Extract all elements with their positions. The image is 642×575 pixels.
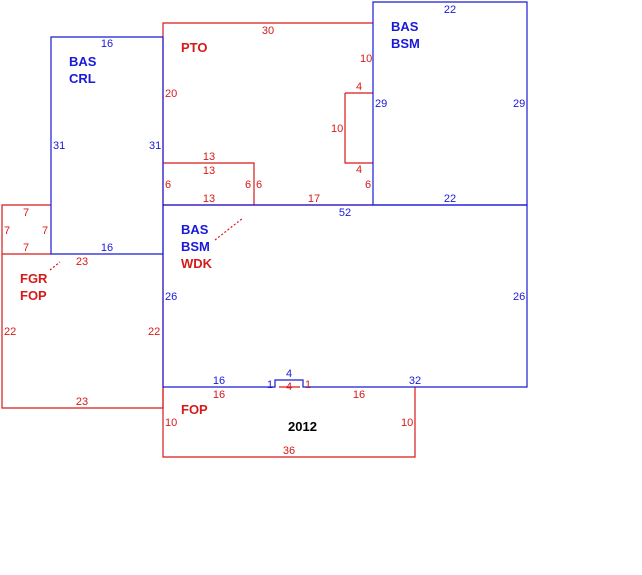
crl-label: CRL — [69, 71, 96, 86]
dimension-label: 1 — [267, 379, 273, 391]
pto-label: PTO — [181, 40, 208, 55]
dimension-label: 6 — [256, 179, 262, 191]
dimension-label: 6 — [365, 179, 371, 191]
dimension-label: 23 — [76, 396, 88, 408]
dimension-label: 6 — [245, 179, 251, 191]
dimension-label: 7 — [23, 242, 29, 254]
dimension-label: 23 — [76, 256, 88, 268]
bas-crl-outline — [50, 36, 164, 255]
dimension-label: 26 — [165, 291, 177, 303]
bas-label: BAS — [181, 222, 209, 237]
dimension-label: 22 — [444, 4, 456, 16]
dimension-label: 7 — [23, 207, 29, 219]
dimension-label: 29 — [375, 98, 387, 110]
year-label: 2012 — [288, 419, 317, 434]
dimension-label: 31 — [149, 140, 161, 152]
wdk-leader-line — [214, 217, 244, 241]
wdk-label: WDK — [181, 256, 213, 271]
fgr-leader-line — [49, 261, 61, 271]
dimension-label: 10 — [360, 53, 372, 65]
dimension-label: 29 — [513, 98, 525, 110]
dimension-label: 16 — [213, 375, 225, 387]
dimension-label: 13 — [203, 193, 215, 205]
bas-label: BAS — [391, 19, 419, 34]
fgr-label: FGR — [20, 271, 48, 286]
dimension-label: 4 — [286, 368, 292, 380]
dimension-label: 52 — [339, 207, 351, 219]
fop-bottom-outline — [162, 386, 416, 458]
dimension-label: 4 — [356, 81, 362, 93]
fop-label: FOP — [181, 402, 208, 417]
dimension-label: 10 — [331, 123, 343, 135]
dimension-label: 4 — [356, 164, 362, 176]
dimension-label: 36 — [283, 445, 295, 457]
dimension-label: 32 — [409, 375, 421, 387]
dimension-label: 10 — [165, 417, 177, 429]
dimension-label: 20 — [165, 88, 177, 100]
dimension-label: 26 — [513, 291, 525, 303]
dimension-label: 22 — [148, 326, 160, 338]
dimension-label: 17 — [308, 193, 320, 205]
main-bas-outline — [162, 204, 528, 388]
dimension-label: 13 — [203, 165, 215, 177]
dimension-label: 16 — [353, 389, 365, 401]
dimension-label: 10 — [401, 417, 413, 429]
dimension-label: 6 — [165, 179, 171, 191]
dimension-label: 31 — [53, 140, 65, 152]
dimension-label: 4 — [286, 381, 292, 393]
dimension-label: 22 — [444, 193, 456, 205]
dimension-label: 16 — [213, 389, 225, 401]
dimension-label: 7 — [42, 225, 48, 237]
dimension-label: 22 — [4, 326, 16, 338]
bsm-label: BSM — [391, 36, 420, 51]
dimension-label: 16 — [101, 38, 113, 50]
dimension-label: 1 — [305, 379, 311, 391]
bsm-label: BSM — [181, 239, 210, 254]
dimension-label: 13 — [203, 151, 215, 163]
dimension-label: 30 — [262, 25, 274, 37]
bas-label: BAS — [69, 54, 97, 69]
dimension-label: 7 — [4, 225, 10, 237]
fgr-fop-outline — [1, 204, 164, 409]
fop-label: FOP — [20, 288, 47, 303]
dimension-label: 16 — [101, 242, 113, 254]
